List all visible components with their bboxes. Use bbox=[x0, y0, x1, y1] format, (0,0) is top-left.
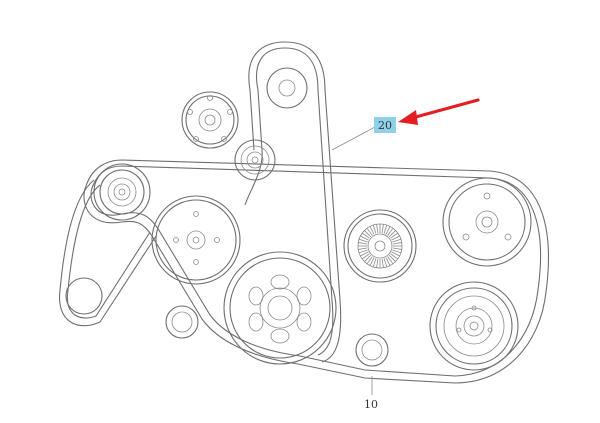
callout-10-label: 10 bbox=[364, 398, 378, 411]
upper-idler-pulley bbox=[266, 67, 308, 109]
alternator-rib bbox=[390, 232, 399, 239]
alternator-rib bbox=[381, 258, 384, 268]
leader-line-20 bbox=[331, 126, 376, 151]
alternator-rib bbox=[358, 247, 368, 250]
alternator-rib bbox=[383, 258, 388, 268]
alternator-rib bbox=[358, 238, 368, 243]
alternator-pulley bbox=[343, 209, 417, 283]
serpentine-belt bbox=[83, 159, 549, 384]
alternator-rib bbox=[385, 257, 391, 266]
alternator-rib bbox=[358, 242, 368, 245]
alternator-rib bbox=[392, 247, 402, 250]
alternator-rib bbox=[360, 251, 369, 257]
alternator-rib bbox=[388, 230, 396, 238]
vertical-belt bbox=[244, 41, 342, 363]
alternator-rib bbox=[372, 258, 377, 268]
alternator-rib bbox=[364, 230, 372, 238]
alternator-rib bbox=[361, 253, 370, 260]
alternator-rib bbox=[387, 227, 394, 236]
left-pulley bbox=[93, 163, 151, 221]
alternator-rib bbox=[391, 235, 400, 241]
alternator-rib bbox=[383, 224, 388, 234]
alternator-rib bbox=[366, 227, 373, 236]
alternator-rib bbox=[391, 251, 400, 257]
alternator-rib bbox=[360, 235, 369, 241]
alternator-rib bbox=[366, 256, 373, 265]
alternator-rib bbox=[381, 224, 384, 234]
crankshaft-pulley bbox=[223, 251, 337, 365]
power-steering-pulley bbox=[181, 91, 239, 149]
alternator-rib bbox=[369, 257, 375, 266]
tensioner-pulley-small bbox=[234, 139, 276, 181]
alternator-rib bbox=[358, 249, 368, 254]
alternator-rib bbox=[376, 258, 379, 268]
alternator-rib bbox=[369, 226, 375, 235]
lower-left-idler bbox=[65, 277, 103, 315]
idler-pulley-bottom-small bbox=[355, 333, 389, 367]
alternator-rib bbox=[385, 226, 391, 235]
alternator-rib bbox=[376, 224, 379, 234]
red-pointer-arrow-icon bbox=[398, 98, 480, 125]
callout-20-highlight bbox=[374, 117, 396, 133]
alternator-rib bbox=[361, 232, 370, 239]
fan-drive-pulley bbox=[151, 195, 241, 285]
auxiliary-belt bbox=[59, 179, 157, 327]
alternator-rib bbox=[387, 256, 394, 265]
alternator-rib bbox=[392, 238, 402, 243]
callout-20-label: 20 bbox=[378, 119, 392, 132]
idler-pulley-left-small bbox=[165, 305, 199, 339]
alternator-rib bbox=[372, 224, 377, 234]
alternator-rib bbox=[364, 254, 372, 262]
alternator-rib bbox=[390, 253, 399, 260]
water-pump-pulley bbox=[442, 177, 532, 267]
ac-compressor-pulley bbox=[429, 281, 519, 371]
alternator-rib bbox=[388, 254, 396, 262]
alternator-rib bbox=[392, 242, 402, 245]
alternator-rib bbox=[392, 249, 402, 254]
